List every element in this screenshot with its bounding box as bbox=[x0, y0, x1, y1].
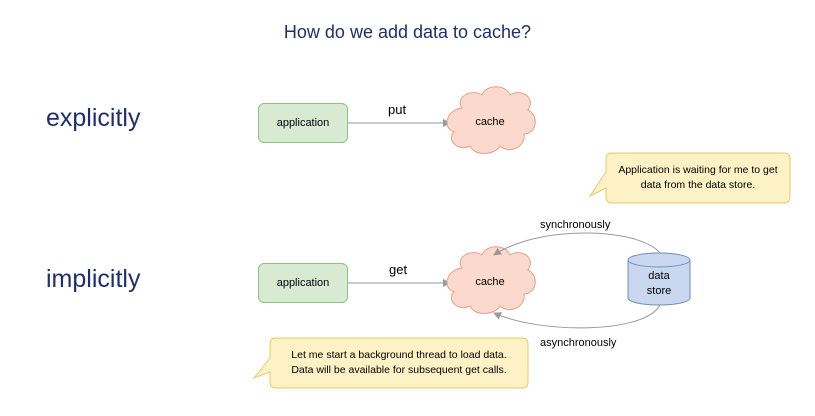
cache-cloud-implicit bbox=[446, 246, 536, 314]
asynchronously-label: asynchronously bbox=[540, 337, 617, 349]
cache-label-implicit: cache bbox=[475, 276, 505, 288]
data-store-label: data store bbox=[628, 269, 690, 299]
application-box-explicit: application bbox=[258, 103, 348, 143]
get-label: get bbox=[389, 262, 408, 277]
async-arrow bbox=[493, 304, 661, 329]
implicitly-label: implicitly bbox=[46, 265, 141, 293]
synchronously-label: synchronously bbox=[540, 219, 611, 231]
sync-callout-text: Application is waiting for me to get dat… bbox=[606, 163, 790, 193]
diagram-title: How do we add data to cache? bbox=[283, 22, 532, 42]
async-callout-shape bbox=[252, 337, 529, 389]
cache-label-explicit: cache bbox=[475, 116, 505, 128]
sync-callout-line2: data from the data store. bbox=[640, 179, 756, 191]
data-store-label-line2: store bbox=[646, 285, 672, 297]
cache-cloud-explicit bbox=[446, 86, 536, 154]
data-store-label-line1: data bbox=[648, 270, 670, 282]
sync-callout-shape bbox=[588, 152, 791, 204]
sync-arrow bbox=[493, 232, 661, 256]
data-store-cylinder bbox=[627, 252, 691, 306]
explicitly-label: explicitly bbox=[46, 104, 141, 132]
async-callout-line2: Data will be available for subsequent ge… bbox=[291, 364, 507, 376]
application-box-implicit: application bbox=[258, 263, 348, 303]
sync-callout-line1: Application is waiting for me to get bbox=[618, 164, 778, 176]
put-label: put bbox=[388, 102, 407, 117]
async-callout-line1: Let me start a background thread to load… bbox=[291, 349, 507, 361]
async-callout-text: Let me start a background thread to load… bbox=[270, 348, 528, 378]
